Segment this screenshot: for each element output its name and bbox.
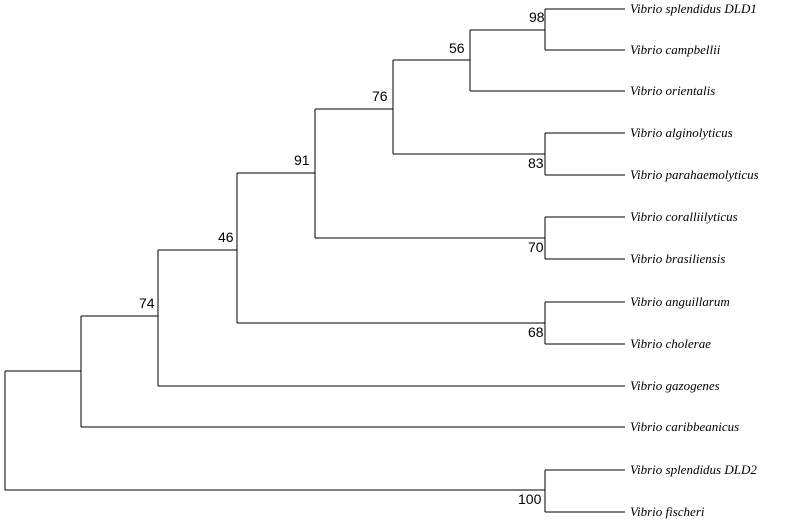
branch-clade-91 — [236, 172, 545, 324]
branch-clade-56 — [469, 29, 625, 92]
bootstrap-46: 46 — [218, 229, 234, 245]
taxon-vibrio-anguillarum: Vibrio anguillarum — [630, 294, 730, 309]
bootstrap-74: 74 — [139, 295, 155, 311]
taxon-vibrio-cholerae: Vibrio cholerae — [630, 336, 711, 351]
bootstrap-70: 70 — [528, 239, 544, 255]
taxon-vibrio-gazogenes: Vibrio gazogenes — [630, 378, 720, 393]
bootstrap-83: 83 — [528, 155, 544, 171]
branch-clade-56-83 — [392, 59, 545, 155]
bootstrap-68: 68 — [528, 324, 544, 340]
taxon-vibrio-caribbeanicus: Vibrio caribbeanicus — [630, 419, 739, 434]
branch-clade-98 — [544, 8, 625, 51]
bootstrap-56: 56 — [449, 40, 465, 56]
branch-clade-70 — [544, 216, 625, 260]
bootstrap-76: 76 — [372, 88, 388, 104]
taxon-vibrio-parahaemolyticus: Vibrio parahaemolyticus — [630, 167, 759, 182]
tree-branches — [4, 8, 625, 513]
branch-clade-74 — [80, 315, 625, 428]
branch-clade-83 — [544, 132, 625, 176]
branch-root — [4, 370, 545, 491]
bootstrap-91: 91 — [294, 152, 310, 168]
bootstrap-values: 98 56 76 83 91 70 46 68 74 100 — [139, 9, 545, 507]
taxon-vibrio-campbellii: Vibrio campbellii — [630, 42, 721, 57]
taxon-vibrio-brasiliensis: Vibrio brasiliensis — [630, 251, 725, 266]
taxon-vibrio-coralliilyticus: Vibrio coralliilyticus — [630, 209, 738, 224]
branch-clade-100 — [544, 469, 625, 513]
branch-clade-76 — [314, 108, 545, 239]
bootstrap-98: 98 — [529, 9, 545, 25]
taxon-vibrio-splendidus-dld2: Vibrio splendidus DLD2 — [630, 462, 757, 477]
bootstrap-100: 100 — [518, 491, 542, 507]
taxon-vibrio-fischeri: Vibrio fischeri — [630, 504, 705, 519]
taxon-vibrio-alginolyticus: Vibrio alginolyticus — [630, 125, 733, 140]
branch-clade-46 — [157, 249, 625, 387]
taxon-labels: Vibrio splendidus DLD1 Vibrio campbellii… — [630, 1, 759, 519]
taxon-vibrio-splendidus-dld1: Vibrio splendidus DLD1 — [630, 1, 757, 16]
branch-clade-68 — [544, 301, 625, 345]
taxon-vibrio-orientalis: Vibrio orientalis — [630, 83, 715, 98]
